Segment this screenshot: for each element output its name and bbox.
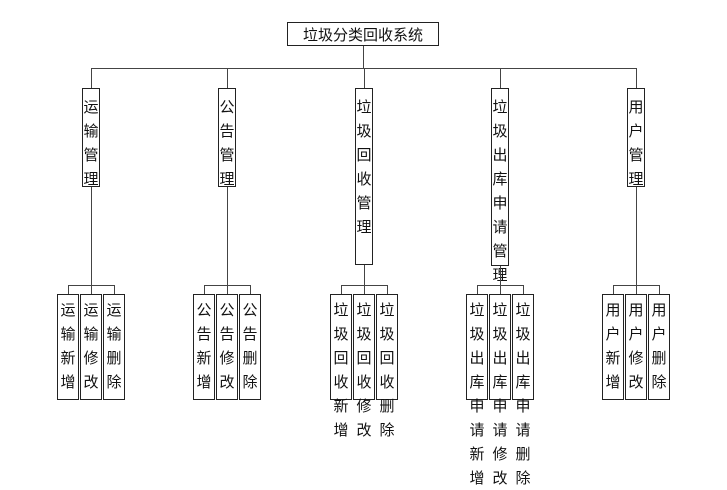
child-node: 垃圾出库申请删除: [512, 294, 534, 487]
child-node: 用户删除: [648, 294, 670, 400]
child-label: 公告修改: [219, 301, 235, 391]
child-node: 用户新增: [602, 294, 624, 400]
child-connector: [613, 285, 614, 294]
org-chart: 垃圾分类回收系统 运输管理运输新增运输修改运输删除 公告管理公告新增公告修改公告删…: [57, 22, 670, 487]
child-label: 公告删除: [242, 301, 258, 391]
child-node: 运输修改: [80, 294, 102, 400]
child-node: 垃圾回收删除: [376, 294, 398, 439]
child-label: 垃圾回收删除: [379, 301, 395, 439]
child-label: 用户修改: [628, 301, 644, 391]
child-label: 垃圾回收修改: [356, 301, 372, 439]
child-label: 用户删除: [651, 301, 667, 391]
child-node: 垃圾出库申请修改: [489, 294, 511, 487]
child-connector: [227, 285, 228, 294]
module-node: 公告管理: [218, 88, 236, 188]
module-label: 垃圾回收管理: [356, 98, 372, 236]
child-label: 公告新增: [196, 301, 212, 391]
child-label: 垃圾出库申请新增: [469, 301, 485, 487]
module-child-connector: [91, 187, 92, 285]
child-label: 运输删除: [106, 301, 122, 391]
child-node: 运输新增: [57, 294, 79, 400]
root-node: 垃圾分类回收系统: [287, 22, 439, 46]
child-label: 运输修改: [83, 301, 99, 391]
child-connector: [523, 285, 524, 294]
module-connector: [91, 68, 92, 88]
root-connector: [363, 46, 364, 68]
child-connector: [341, 285, 342, 294]
child-node: 垃圾回收新增: [330, 294, 352, 439]
child-connector: [68, 285, 69, 294]
module-label: 公告管理: [219, 98, 235, 188]
module-connector: [227, 68, 228, 88]
child-connector: [636, 285, 637, 294]
module-node: 用户管理: [627, 88, 645, 188]
child-label: 垃圾回收新增: [333, 301, 349, 439]
child-node: 垃圾出库申请新增: [466, 294, 488, 487]
child-node: 用户修改: [625, 294, 647, 400]
child-node: 运输删除: [103, 294, 125, 400]
child-connector: [250, 285, 251, 294]
child-node: 公告删除: [239, 294, 261, 400]
child-connector: [659, 285, 660, 294]
child-node: 公告修改: [216, 294, 238, 400]
child-connector: [204, 285, 205, 294]
module-label: 垃圾出库申请管理: [492, 98, 508, 284]
child-label: 用户新增: [605, 301, 621, 391]
child-connector: [91, 285, 92, 294]
child-connector: [364, 285, 365, 294]
module-connector: [636, 68, 637, 88]
module-connector: [364, 68, 365, 88]
child-node: 垃圾回收修改: [353, 294, 375, 439]
module-child-connector: [364, 265, 365, 285]
child-connector: [387, 285, 388, 294]
child-connector: [114, 285, 115, 294]
module-node: 运输管理: [82, 88, 100, 188]
module-child-connector: [636, 187, 637, 285]
module-label: 用户管理: [628, 98, 644, 188]
module-child-connector: [227, 187, 228, 285]
child-node: 公告新增: [193, 294, 215, 400]
module-node: 垃圾出库申请管理: [491, 88, 509, 284]
child-label: 运输新增: [60, 301, 76, 391]
child-label: 垃圾出库申请修改: [492, 301, 508, 487]
module-label: 运输管理: [83, 98, 99, 188]
module-child-connector: [500, 266, 501, 285]
module-connector: [500, 68, 501, 88]
module-node: 垃圾回收管理: [355, 88, 373, 265]
root-label: 垃圾分类回收系统: [302, 25, 423, 44]
child-connector: [500, 285, 501, 294]
child-connector: [477, 285, 478, 294]
child-label: 垃圾出库申请删除: [515, 301, 531, 487]
